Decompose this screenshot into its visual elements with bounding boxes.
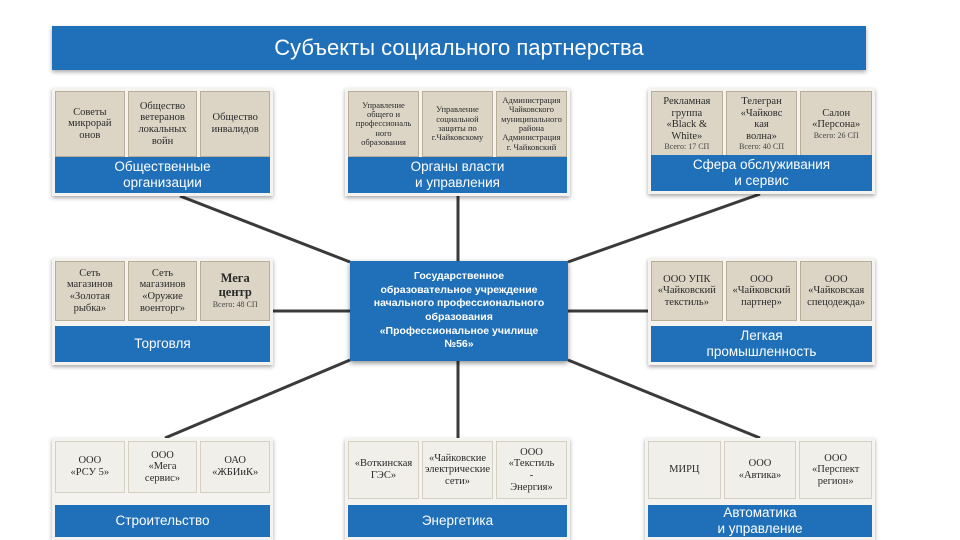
group-public-organizations: Советы микрорай онов Общество ветеранов л… bbox=[52, 88, 273, 196]
partner-tile: ООО УПК «Чайковский текстиль» bbox=[651, 261, 723, 321]
partner-name: ООО «Чайковский партнер» bbox=[732, 273, 791, 308]
partner-name: Салон «Персона» bbox=[812, 107, 861, 131]
partner-name: ООО «Автика» bbox=[738, 458, 782, 481]
group-label-automation: Автоматика и управление bbox=[648, 505, 872, 537]
partner-tile: Рекламная группа «Black & White»Всего: 1… bbox=[651, 91, 723, 157]
group-energy: «Воткинская ГЭС» «Чайковские электрически… bbox=[345, 438, 570, 540]
group-authorities: Управление общего и профессиональ ного о… bbox=[345, 88, 570, 196]
partner-tile: ООО «Текстиль - Энергия» bbox=[496, 441, 567, 499]
connector-line bbox=[567, 358, 761, 440]
group-label-light-industry: Легкая промышленность bbox=[651, 326, 872, 362]
partner-note: Всего: 48 СП bbox=[212, 299, 258, 309]
tile-row: ООО «РСУ 5» ООО «Мега сервис» ОАО «ЖБИиК» bbox=[55, 441, 271, 493]
tile-row: «Воткинская ГЭС» «Чайковские электрически… bbox=[348, 441, 567, 499]
partner-name: Управление общего и профессиональ ного о… bbox=[355, 99, 412, 148]
group-label-energy: Энергетика bbox=[348, 505, 567, 537]
partner-name: МИРЦ bbox=[669, 464, 700, 476]
partner-name: Рекламная группа «Black & White» bbox=[663, 96, 711, 142]
partner-name: Управление социальной защиты по г.Чайков… bbox=[431, 104, 484, 143]
partner-name: Мега центр bbox=[218, 271, 252, 300]
partner-name: ООО «РСУ 5» bbox=[70, 455, 110, 478]
partner-tile: Салон «Персона»Всего: 26 СП bbox=[800, 91, 873, 157]
partner-name: «Воткинская ГЭС» bbox=[354, 458, 413, 481]
partner-tile: ООО «Чайковский партнер» bbox=[725, 261, 798, 321]
partner-tile: «Чайковские электрические сети» bbox=[422, 441, 493, 499]
partner-name: Общество ветеранов локальных войн bbox=[138, 100, 187, 147]
partner-tile: ООО «Автика» bbox=[723, 441, 797, 499]
partner-tile: ООО «Мега сервис» bbox=[127, 441, 198, 493]
partner-note: Всего: 40 СП bbox=[739, 142, 784, 152]
group-label-public-organizations: Общественные организации bbox=[55, 157, 270, 193]
group-automation: МИРЦ ООО «Автика» ООО «Перспект регион» Авт… bbox=[645, 438, 875, 540]
partner-tile: Общество инвалидов bbox=[200, 91, 271, 157]
partner-tile: МИРЦ bbox=[648, 441, 721, 499]
partner-name: ООО «Мега сервис» bbox=[144, 449, 181, 484]
diagram-title: Субъекты социального партнерства bbox=[52, 26, 866, 70]
tile-row: Управление общего и профессиональ ного о… bbox=[348, 91, 567, 157]
center-institution: Государственное образовательное учрежден… bbox=[350, 261, 568, 361]
tile-row: Сеть магазинов «Золотая рыбка» Сеть магаз… bbox=[55, 261, 271, 321]
group-label-construction: Строительство bbox=[55, 505, 270, 537]
partner-name: Советы микрорай онов bbox=[68, 106, 112, 141]
partner-tile: Управление общего и профессиональ ного о… bbox=[348, 91, 419, 157]
tile-row: ООО УПК «Чайковский текстиль» ООО «Чайков… bbox=[651, 261, 873, 321]
partner-name: Общество инвалидов bbox=[211, 112, 259, 135]
partner-note: Всего: 17 СП bbox=[664, 142, 710, 152]
partner-name: Сеть магазинов «Оружие военторг» bbox=[139, 267, 186, 314]
tile-row: Рекламная группа «Black & White»Всего: 1… bbox=[651, 91, 873, 157]
partner-tile: Управление социальной защиты по г.Чайков… bbox=[422, 91, 493, 157]
tile-row: МИРЦ ООО «Автика» ООО «Перспект регион» bbox=[648, 441, 873, 499]
partner-tile: Советы микрорай онов bbox=[55, 91, 125, 157]
partner-tile: Телегран «Чайковс кая волна»Всего: 40 СП bbox=[725, 91, 798, 157]
partner-tile: Сеть магазинов «Оружие военторг» bbox=[127, 261, 198, 321]
partner-tile: Сеть магазинов «Золотая рыбка» bbox=[55, 261, 125, 321]
group-label-authorities: Органы власти и управления bbox=[348, 157, 567, 193]
partner-tile: Администрация Чайковского муниципального… bbox=[496, 91, 567, 157]
group-label-trade: Торговля bbox=[55, 326, 270, 362]
partner-name: Телегран «Чайковс кая волна» bbox=[740, 96, 783, 142]
partner-tile: ООО «РСУ 5» bbox=[55, 441, 125, 493]
partner-note: Всего: 26 СП bbox=[813, 130, 859, 140]
partner-name: «Чайковские электрические сети» bbox=[424, 452, 490, 487]
partner-name: ООО «Чайковская спецодежда» bbox=[807, 273, 866, 308]
group-trade: Сеть магазинов «Золотая рыбка» Сеть магаз… bbox=[52, 258, 273, 365]
partner-tile: ООО «Чайковская спецодежда» bbox=[800, 261, 873, 321]
group-construction: ООО «РСУ 5» ООО «Мега сервис» ОАО «ЖБИиК» С… bbox=[52, 438, 273, 540]
group-service-sector: Рекламная группа «Black & White»Всего: 1… bbox=[648, 88, 875, 194]
partner-tile: «Воткинская ГЭС» bbox=[348, 441, 419, 499]
partner-tile: ООО «Перспект регион» bbox=[799, 441, 873, 499]
group-light-industry: ООО УПК «Чайковский текстиль» ООО «Чайков… bbox=[648, 258, 875, 365]
group-label-service-sector: Сфера обслуживания и сервис bbox=[651, 155, 872, 191]
partner-name: ООО УПК «Чайковский текстиль» bbox=[657, 273, 716, 308]
partner-name: ОАО «ЖБИиК» bbox=[212, 455, 259, 478]
partner-tile: ОАО «ЖБИиК» bbox=[200, 441, 271, 493]
partner-name: ООО «Текстиль - Энергия» bbox=[508, 446, 555, 493]
connector-line bbox=[567, 192, 761, 264]
tile-row: Советы микрорай онов Общество ветеранов л… bbox=[55, 91, 271, 157]
connector-line bbox=[179, 194, 351, 264]
partner-name: Администрация Чайковского муниципального… bbox=[501, 94, 562, 152]
connector-line bbox=[164, 358, 351, 440]
partner-tile: Общество ветеранов локальных войн bbox=[127, 91, 198, 157]
partner-name: ООО «Перспект регион» bbox=[812, 452, 860, 487]
partner-name: Сеть магазинов «Золотая рыбка» bbox=[66, 267, 113, 314]
